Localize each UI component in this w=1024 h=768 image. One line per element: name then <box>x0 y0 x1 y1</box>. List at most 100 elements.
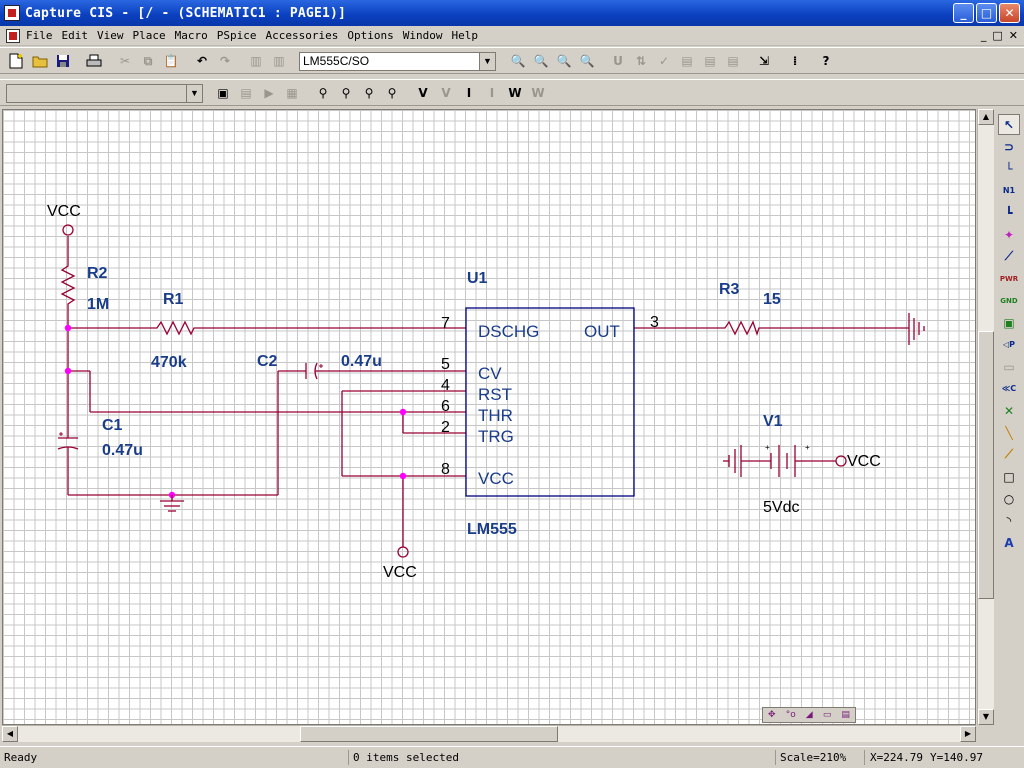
bias-voltage-icon[interactable]: V <box>418 86 428 100</box>
place-bus-icon[interactable]: ┗ <box>1005 205 1013 220</box>
undo-icon[interactable]: ↶ <box>196 54 208 68</box>
c2-value[interactable]: 0.47u <box>341 353 382 370</box>
part-combo[interactable]: LM555C/SO ▼ <box>299 52 496 71</box>
menu-view[interactable]: View <box>97 29 124 42</box>
v1-value[interactable]: 5Vdc <box>763 499 799 516</box>
r1-reference[interactable]: R1 <box>163 291 184 308</box>
hierarchical-port-icon[interactable]: ◁P <box>1002 340 1015 349</box>
r2-reference[interactable]: R2 <box>87 265 108 282</box>
capture-app-icon[interactable] <box>4 5 20 21</box>
r3-value[interactable]: 15 <box>763 291 781 308</box>
place-text-icon[interactable]: A <box>1004 535 1014 550</box>
save-disk-icon[interactable] <box>53 51 73 71</box>
open-folder-icon[interactable] <box>30 51 50 71</box>
menu-place[interactable]: Place <box>132 29 166 42</box>
chevron-down-icon[interactable]: ▼ <box>479 53 495 70</box>
document-icon[interactable] <box>6 28 20 43</box>
mini-tool-4-icon[interactable]: ▭ <box>822 710 832 720</box>
r1-value[interactable]: 470k <box>151 354 187 371</box>
snap-to-grid-icon[interactable]: ⇲ <box>758 54 770 68</box>
u1-lm555-body[interactable] <box>465 307 635 497</box>
menu-help[interactable]: Help <box>451 29 478 42</box>
output-ground-icon[interactable] <box>908 313 925 345</box>
menu-edit[interactable]: Edit <box>61 29 89 42</box>
r3-reference[interactable]: R3 <box>719 281 740 298</box>
paste-icon[interactable]: 📋 <box>163 54 179 68</box>
bias-current-icon[interactable]: I <box>466 86 472 100</box>
menu-options[interactable]: Options <box>347 29 394 42</box>
place-line-icon[interactable]: ╲ <box>1005 425 1013 440</box>
doc-close-button[interactable]: ✕ <box>1008 29 1018 42</box>
differential-marker-icon[interactable]: ⚲ <box>341 86 351 100</box>
v1-battery-icon[interactable] <box>723 445 806 477</box>
scroll-up-icon[interactable]: ▲ <box>978 109 994 125</box>
copy-icon[interactable]: ⧉ <box>143 53 153 68</box>
maximize-button[interactable]: □ <box>976 3 997 23</box>
net-alias-icon[interactable]: N1 <box>1002 186 1016 195</box>
menu-file[interactable]: File <box>26 29 53 42</box>
project-manager-icon[interactable]: ▥ <box>250 54 262 68</box>
c1-capacitor[interactable] <box>57 432 79 456</box>
voltage-display-icon[interactable]: V <box>441 86 451 100</box>
place-ellipse-icon[interactable]: ○ <box>1003 491 1015 506</box>
c2-reference[interactable]: C2 <box>257 353 278 370</box>
vcc-terminal-v1[interactable] <box>835 455 847 467</box>
menu-macro[interactable]: Macro <box>174 29 208 42</box>
v1-reference[interactable]: V1 <box>763 413 783 430</box>
menu-window[interactable]: Window <box>402 29 443 42</box>
run-icon[interactable]: ▶ <box>264 86 274 100</box>
print-icon[interactable] <box>84 51 104 71</box>
vertical-scroll-thumb[interactable] <box>978 331 994 599</box>
doc-minimize-button[interactable]: _ <box>980 29 987 42</box>
vcc-label-bottom[interactable]: VCC <box>383 564 417 581</box>
bias-power-icon[interactable]: W <box>508 86 522 100</box>
vcc-terminal-r2[interactable] <box>62 224 74 236</box>
c1-value[interactable]: 0.47u <box>102 442 143 459</box>
current-marker-icon[interactable]: ⚲ <box>364 86 374 100</box>
place-arc-icon[interactable]: ◝ <box>1006 513 1012 528</box>
doc-restore-button[interactable]: □ <box>992 29 1003 42</box>
place-part-icon[interactable]: ⊃ <box>1003 139 1015 154</box>
scroll-left-icon[interactable]: ◀ <box>2 726 18 742</box>
vcc-terminal-bottom[interactable] <box>397 546 409 558</box>
drc-icon[interactable]: ✓ <box>658 54 670 68</box>
zoom-in-icon[interactable]: 🔍 <box>510 54 526 68</box>
netlist-icon[interactable]: ▤ <box>681 54 693 68</box>
place-wire-icon[interactable]: └ <box>1005 161 1013 176</box>
c2-capacitor[interactable] <box>303 362 323 380</box>
vertical-scrollbar[interactable]: ▲ ▼ <box>977 109 994 725</box>
close-button[interactable]: ✕ <box>999 3 1020 23</box>
menu-accessories[interactable]: Accessories <box>265 29 339 42</box>
voltage-marker-icon[interactable]: ⚲ <box>318 86 328 100</box>
hierarchy-icon[interactable]: ▥ <box>273 54 285 68</box>
r1-resistor[interactable] <box>151 320 197 336</box>
horizontal-scrollbar[interactable]: ◀ ▶ <box>2 725 976 742</box>
u1-value[interactable]: LM555 <box>467 521 517 538</box>
cut-icon[interactable]: ✂ <box>119 54 131 68</box>
no-connect-icon[interactable]: ✕ <box>1003 403 1015 418</box>
hierarchical-pin-icon[interactable]: ▭ <box>1003 359 1015 374</box>
junction-tool-icon[interactable]: ✦ <box>1003 227 1015 242</box>
annotate-icon[interactable]: U <box>613 54 623 68</box>
vcc-label-r2[interactable]: VCC <box>47 203 81 220</box>
r2-value[interactable]: 1M <box>87 296 109 313</box>
redo-icon[interactable]: ↷ <box>219 54 231 68</box>
view-results-icon[interactable]: ▦ <box>286 86 298 100</box>
c1-reference[interactable]: C1 <box>102 417 123 434</box>
scroll-right-icon[interactable]: ▶ <box>960 726 976 742</box>
new-file-icon[interactable] <box>6 51 26 71</box>
current-display-icon[interactable]: I <box>489 86 495 100</box>
hierarchical-block-icon[interactable]: ▣ <box>1003 315 1015 330</box>
vcc-label-v1[interactable]: VCC <box>847 453 881 470</box>
mini-tool-5-icon[interactable]: ▤ <box>841 710 850 720</box>
place-rectangle-icon[interactable]: □ <box>1003 469 1015 484</box>
help-icon[interactable]: ? <box>822 54 830 68</box>
r3-resistor[interactable] <box>721 320 761 337</box>
u1-reference[interactable]: U1 <box>467 270 488 287</box>
new-simulation-icon[interactable]: ▣ <box>217 86 229 100</box>
zoom-area-icon[interactable]: 🔍 <box>556 54 572 68</box>
mini-tool-1-icon[interactable]: ✥ <box>768 710 776 720</box>
off-page-connector-icon[interactable]: ≪C <box>1001 384 1017 393</box>
zoom-all-icon[interactable]: 🔍 <box>579 54 595 68</box>
r2-resistor[interactable] <box>60 261 76 311</box>
